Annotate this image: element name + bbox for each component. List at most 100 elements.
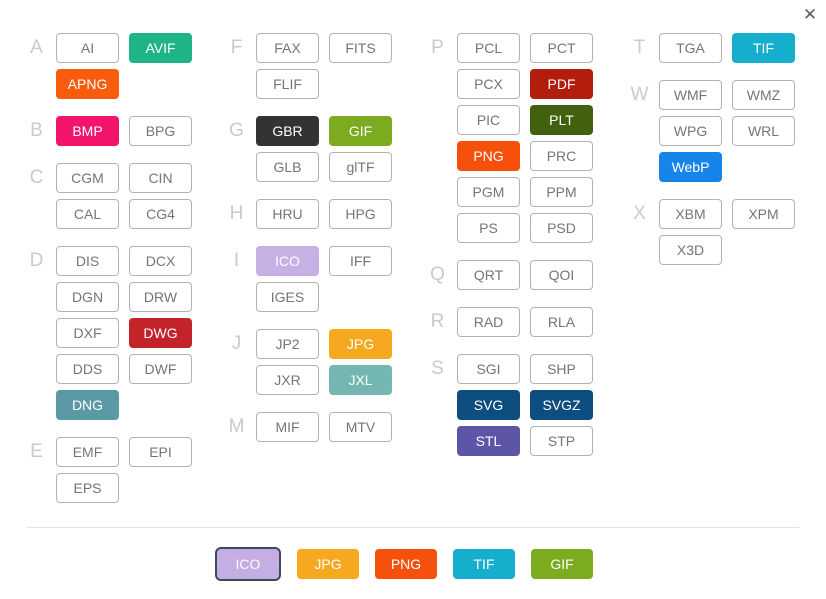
format-button-apng[interactable]: APNG — [56, 69, 119, 99]
format-button-plt[interactable]: PLT — [530, 105, 593, 135]
format-button-cin[interactable]: CIN — [129, 163, 192, 193]
format-button-pcl[interactable]: PCL — [457, 33, 520, 63]
format-button-gbr[interactable]: GBR — [256, 116, 319, 146]
group-letter-f: F — [230, 37, 243, 58]
format-button-glb[interactable]: GLB — [256, 152, 319, 182]
format-button-pic[interactable]: PIC — [457, 105, 520, 135]
format-button-drw[interactable]: DRW — [129, 282, 192, 312]
format-button-fits[interactable]: FITS — [329, 33, 392, 63]
format-button-pdf[interactable]: PDF — [530, 69, 593, 99]
group-letter-m: M — [228, 416, 245, 437]
format-button-svgz[interactable]: SVGZ — [530, 390, 593, 420]
format-group-s: S SGI SHP SVG SVGZ STL STP — [428, 354, 593, 456]
format-button-jxl[interactable]: JXL — [329, 365, 392, 395]
format-group-b: B BMP BPG — [27, 116, 192, 146]
format-button-stp[interactable]: STP — [530, 426, 593, 456]
format-button-eps[interactable]: EPS — [56, 473, 119, 503]
format-button-dng[interactable]: DNG — [56, 390, 119, 420]
format-button-ppm[interactable]: PPM — [530, 177, 593, 207]
group-letter-j: J — [231, 333, 242, 354]
format-group-a: A AI AVIF APNG — [27, 33, 192, 99]
format-button-ps[interactable]: PS — [457, 213, 520, 243]
format-button-hru[interactable]: HRU — [256, 199, 319, 229]
format-button-pgm[interactable]: PGM — [457, 177, 520, 207]
format-button-tif[interactable]: TIF — [732, 33, 795, 63]
group-letter-q: Q — [430, 264, 445, 285]
format-button-dcx[interactable]: DCX — [129, 246, 192, 276]
format-button-dwg[interactable]: DWG — [129, 318, 192, 348]
favorite-format-button-tif[interactable]: TIF — [453, 549, 515, 579]
format-button-fax[interactable]: FAX — [256, 33, 319, 63]
group-letter-w: W — [630, 84, 649, 105]
format-button-bmp[interactable]: BMP — [56, 116, 119, 146]
format-button-cgm[interactable]: CGM — [56, 163, 119, 193]
format-button-psd[interactable]: PSD — [530, 213, 593, 243]
format-button-tga[interactable]: TGA — [659, 33, 722, 63]
format-button-jxr[interactable]: JXR — [256, 365, 319, 395]
format-button-gif[interactable]: GIF — [329, 116, 392, 146]
group-letter-b: B — [30, 120, 43, 141]
format-button-dds[interactable]: DDS — [56, 354, 119, 384]
format-button-xbm[interactable]: XBM — [659, 199, 722, 229]
format-button-jpg[interactable]: JPG — [329, 329, 392, 359]
group-letter-s: S — [431, 358, 444, 379]
format-group-h: H HRU HPG — [227, 199, 392, 229]
format-button-qrt[interactable]: QRT — [457, 260, 520, 290]
format-button-mif[interactable]: MIF — [256, 412, 319, 442]
group-letter-c: C — [29, 167, 44, 188]
format-button-qoi[interactable]: QOI — [530, 260, 593, 290]
format-button-xpm[interactable]: XPM — [732, 199, 795, 229]
close-icon[interactable]: ✕ — [799, 4, 821, 26]
format-button-rla[interactable]: RLA — [530, 307, 593, 337]
format-group-q: Q QRT QOI — [428, 260, 593, 290]
format-button-dis[interactable]: DIS — [56, 246, 119, 276]
format-button-jp2[interactable]: JP2 — [256, 329, 319, 359]
format-button-cal[interactable]: CAL — [56, 199, 119, 229]
format-button-gltf[interactable]: glTF — [329, 152, 392, 182]
favorite-formats-bar: ICO JPG PNG TIF GIF — [215, 546, 593, 582]
format-button-wrl[interactable]: WRL — [732, 116, 795, 146]
group-letter-h: H — [229, 203, 244, 224]
format-button-emf[interactable]: EMF — [56, 437, 119, 467]
format-button-wmz[interactable]: WMZ — [732, 80, 795, 110]
format-button-shp[interactable]: SHP — [530, 354, 593, 384]
format-button-pct[interactable]: PCT — [530, 33, 593, 63]
format-button-hpg[interactable]: HPG — [329, 199, 392, 229]
format-button-cg4[interactable]: CG4 — [129, 199, 192, 229]
format-button-iff[interactable]: IFF — [329, 246, 392, 276]
group-letter-i: I — [233, 250, 240, 271]
favorite-format-button-jpg[interactable]: JPG — [297, 549, 359, 579]
format-button-iges[interactable]: IGES — [256, 282, 319, 312]
format-button-rad[interactable]: RAD — [457, 307, 520, 337]
footer-divider — [27, 527, 799, 528]
group-letter-a: A — [30, 37, 43, 58]
format-button-flif[interactable]: FLIF — [256, 69, 319, 99]
format-button-wmf[interactable]: WMF — [659, 80, 722, 110]
format-button-pcx[interactable]: PCX — [457, 69, 520, 99]
format-button-dxf[interactable]: DXF — [56, 318, 119, 348]
favorite-format-button-ico[interactable]: ICO — [215, 547, 281, 581]
format-button-dgn[interactable]: DGN — [56, 282, 119, 312]
favorite-format-button-gif[interactable]: GIF — [531, 549, 593, 579]
format-button-wpg[interactable]: WPG — [659, 116, 722, 146]
format-button-sgi[interactable]: SGI — [457, 354, 520, 384]
format-button-dwf[interactable]: DWF — [129, 354, 192, 384]
format-button-mtv[interactable]: MTV — [329, 412, 392, 442]
format-button-stl[interactable]: STL — [457, 426, 520, 456]
format-button-bpg[interactable]: BPG — [129, 116, 192, 146]
format-button-png[interactable]: PNG — [457, 141, 520, 171]
format-button-prc[interactable]: PRC — [530, 141, 593, 171]
favorite-format-button-png[interactable]: PNG — [375, 549, 437, 579]
format-button-webp[interactable]: WebP — [659, 152, 722, 182]
format-button-svg[interactable]: SVG — [457, 390, 520, 420]
format-button-avif[interactable]: AVIF — [129, 33, 192, 63]
format-button-ico[interactable]: ICO — [256, 246, 319, 276]
group-letter-t: T — [633, 37, 646, 58]
format-button-ai[interactable]: AI — [56, 33, 119, 63]
format-button-x3d[interactable]: X3D — [659, 235, 722, 265]
format-button-epi[interactable]: EPI — [129, 437, 192, 467]
